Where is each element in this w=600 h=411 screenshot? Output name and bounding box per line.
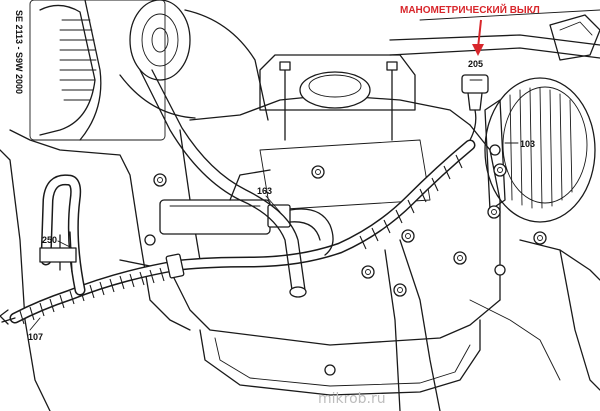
wiring-harness bbox=[0, 139, 476, 325]
oil-pressure-switch bbox=[461, 74, 489, 141]
coolant-hose bbox=[139, 69, 307, 298]
part-label-107: 107 bbox=[28, 332, 43, 342]
part-label-250: 250 bbox=[42, 235, 57, 245]
filler-cap bbox=[259, 54, 416, 141]
upper-pipes bbox=[389, 9, 600, 61]
alternator bbox=[484, 77, 596, 223]
callout-arrow bbox=[472, 19, 484, 56]
watermark: mikrob.ru bbox=[318, 391, 386, 407]
leader-lines bbox=[29, 142, 519, 331]
callout-label: МАНОМЕТРИЧЕСКИЙ ВЫКЛ bbox=[400, 3, 540, 16]
part-label-163: 163 bbox=[257, 186, 272, 196]
side-label: SE 2113 - S9W 2000 bbox=[14, 10, 24, 94]
part-label-103: 103 bbox=[520, 139, 535, 149]
component-163 bbox=[159, 169, 334, 256]
bolts bbox=[144, 165, 547, 376]
part-label-205: 205 bbox=[468, 59, 483, 69]
pulley-assembly bbox=[29, 0, 269, 141]
